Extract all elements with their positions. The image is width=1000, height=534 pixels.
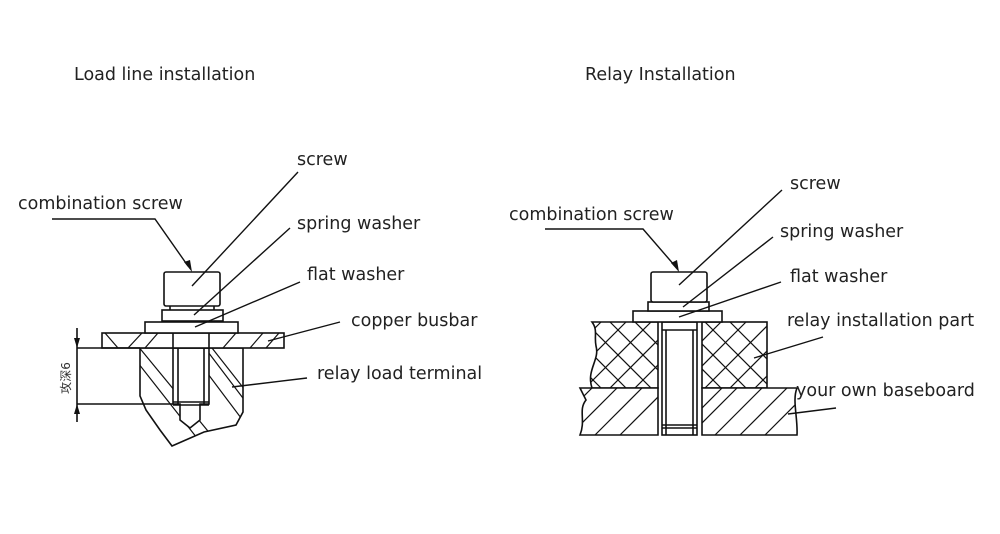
label-spring-washer: spring washer	[297, 214, 421, 234]
copper-busbar-part	[101, 332, 285, 349]
figure-load-line-installation: Load line installation	[18, 65, 482, 447]
label-screw: screw	[790, 174, 841, 194]
label-screw: screw	[297, 150, 348, 170]
baseboard-hatching	[580, 388, 658, 435]
label-spring-washer: spring washer	[780, 222, 904, 242]
tap-depth-dimension: 攻深6	[59, 328, 173, 422]
label-flat-washer: flat washer	[307, 265, 405, 285]
flat-washer-part	[144, 321, 239, 334]
label-combination-screw: combination screw	[18, 194, 183, 214]
figure-relay-installation: Relay Installation	[509, 65, 975, 436]
label-your-own-baseboard: your own baseboard	[796, 381, 975, 401]
screw-head-part	[650, 271, 708, 303]
figure-title: Relay Installation	[585, 65, 736, 85]
label-relay-load-terminal: relay load terminal	[317, 364, 482, 384]
leader-lines-right	[545, 189, 837, 415]
leader-lines-left	[52, 171, 341, 388]
label-flat-washer: flat washer	[790, 267, 888, 287]
relay-load-terminal-part	[139, 347, 244, 447]
label-copper-busbar: copper busbar	[351, 311, 478, 331]
tap-depth-label: 攻深6	[59, 362, 73, 394]
figure-title: Load line installation	[74, 65, 255, 85]
baseboard-part	[578, 387, 799, 436]
relay-part-crosshatch	[702, 322, 767, 388]
baseboard-hatching	[702, 388, 798, 435]
label-combination-screw: combination screw	[509, 205, 674, 225]
bolt-shaft	[661, 321, 698, 436]
screw-head-part	[163, 271, 221, 307]
label-relay-installation-part: relay installation part	[787, 311, 974, 331]
flat-washer-part	[632, 310, 723, 323]
